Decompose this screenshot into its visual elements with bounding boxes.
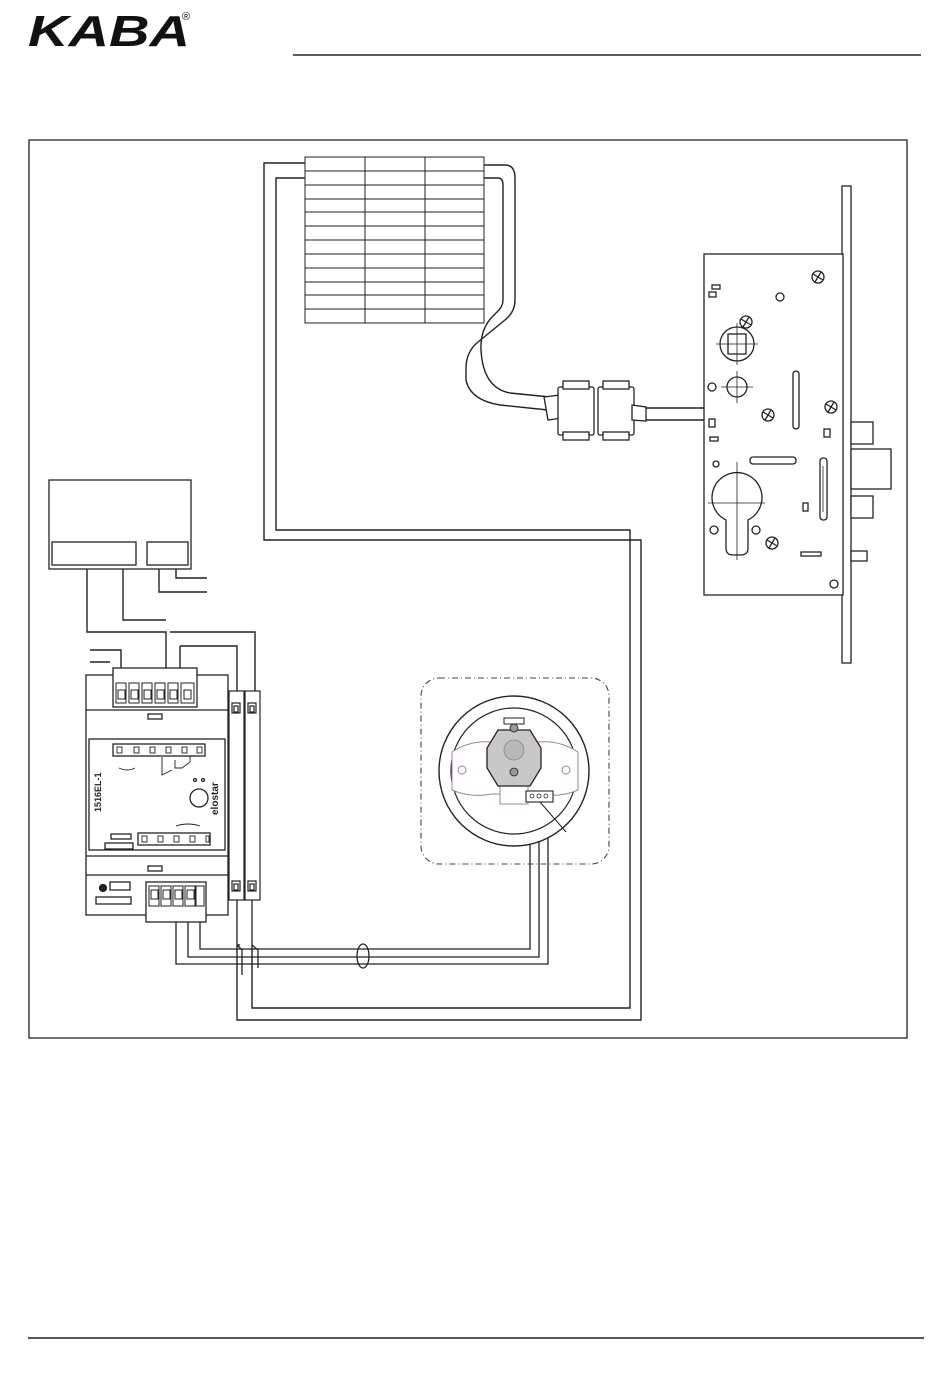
plug-housing-left bbox=[558, 387, 594, 435]
controller-button bbox=[190, 789, 208, 807]
mortise-lock bbox=[704, 186, 891, 663]
din-terminal-1 bbox=[229, 691, 244, 900]
lock-slot-vertical bbox=[793, 371, 799, 429]
kaba-logo: KABA ® bbox=[28, 7, 190, 56]
din-terminal-2 bbox=[245, 691, 260, 900]
dead-bolt bbox=[851, 496, 873, 518]
plug-housing-right bbox=[598, 387, 634, 435]
motor-unit bbox=[421, 678, 609, 864]
cable-loop bbox=[237, 163, 641, 1020]
latch-bolt bbox=[851, 422, 873, 444]
logo-text: KABA bbox=[28, 7, 190, 56]
power-supply-terminal-main bbox=[52, 542, 136, 565]
controller-unit bbox=[86, 668, 228, 922]
din-terminals bbox=[229, 691, 260, 900]
plug-connector bbox=[544, 381, 646, 440]
power-supply-terminal-aux bbox=[147, 542, 188, 565]
controller-brand-label: elostar bbox=[210, 782, 221, 815]
controller-model-label: 1516EL-1 bbox=[93, 772, 103, 812]
power-supply bbox=[49, 480, 191, 569]
registered-mark: ® bbox=[182, 11, 190, 23]
wiring-table bbox=[305, 157, 484, 323]
